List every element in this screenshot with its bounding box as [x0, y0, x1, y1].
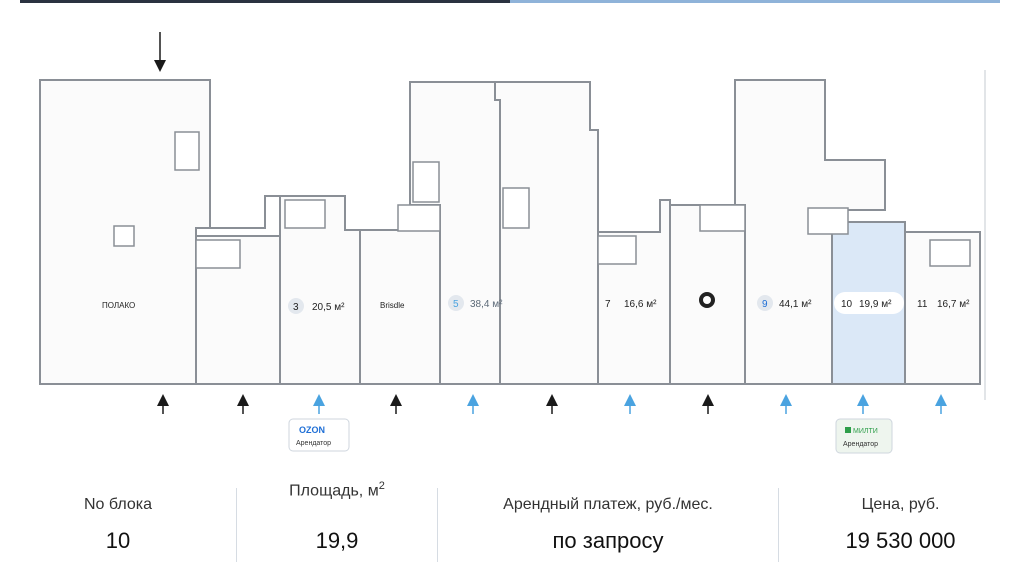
ozon-caption: Арендатор: [296, 440, 331, 447]
unit-7-area: 16,6 м²: [624, 299, 657, 310]
unit-9-badge: [757, 295, 773, 311]
milti-logo-text: МИЛТИ: [853, 428, 878, 435]
block-number-column: No блока 10: [0, 470, 236, 581]
divider: [236, 488, 237, 562]
column-square: [113, 225, 135, 247]
unit-4-tenant: Brisdle: [380, 301, 405, 310]
divider: [778, 488, 779, 562]
unit-9-area: 44,1 м²: [779, 299, 812, 310]
milti-logo-icon: [845, 427, 851, 433]
ozon-tenant-badge: OZON Арендатор: [288, 418, 350, 452]
unit-5-badge: [448, 295, 464, 311]
unit-6-outline: [494, 81, 599, 385]
unit-10-area: 19,9 м²: [859, 299, 892, 310]
unit-9-number: 9: [762, 299, 768, 310]
area-unit-superscript: 2: [378, 480, 385, 492]
rent-label: Арендный платеж, руб./мес.: [503, 496, 713, 513]
entrance-arrows: [154, 32, 947, 414]
area-label: Площадь, м2: [289, 480, 385, 500]
area-column: Площадь, м2 19,9: [237, 470, 437, 581]
unit-3-number: 3: [293, 302, 299, 313]
unit-3-badge: [288, 298, 304, 314]
unit-11-number: 11: [917, 299, 928, 310]
block-number-label: No блока: [83, 496, 152, 513]
unit-labels: ПОЛАКО 3 20,5 м² Brisdle 5 38,4 м² 7 16,…: [102, 292, 970, 314]
price-column: Цена, руб. 19 530 000: [779, 470, 1022, 581]
unit-1-tenant: ПОЛАКО: [102, 301, 135, 310]
info-panel: No блока 10 Площадь, м2 19,9 Арендный пл…: [0, 470, 1023, 581]
area-value: 19,9: [315, 528, 359, 553]
milti-tenant-badge: МИЛТИ Арендатор: [835, 418, 893, 454]
divider: [437, 488, 438, 562]
top-rule: [20, 0, 1000, 3]
rent-value: по запросу: [552, 528, 664, 553]
unit-5-area: 38,4 м²: [470, 299, 503, 310]
floor-plan: ПОЛАКО 3 20,5 м² Brisdle 5 38,4 м² 7 16,…: [39, 32, 986, 454]
price-value: 19 530 000: [845, 528, 956, 553]
unit-7-number: 7: [605, 299, 611, 310]
unit-10-pill: [834, 292, 904, 314]
block-number-value: 10: [105, 528, 131, 553]
unit-3-area: 20,5 м²: [312, 302, 345, 313]
bathrooms: [174, 131, 971, 269]
unit-7-outline: [597, 199, 671, 385]
price-label: Цена, руб.: [861, 496, 940, 513]
milti-caption: Арендатор: [843, 441, 878, 448]
unit-11-area: 16,7 м²: [937, 299, 970, 310]
unit-2-upper: [209, 100, 281, 236]
unit-10-number: 10: [841, 299, 853, 310]
rent-column: Арендный платеж, руб./мес. по запросу: [438, 470, 778, 581]
unit-5-number: 5: [453, 299, 459, 310]
ozon-logo-text: OZON: [299, 425, 325, 435]
